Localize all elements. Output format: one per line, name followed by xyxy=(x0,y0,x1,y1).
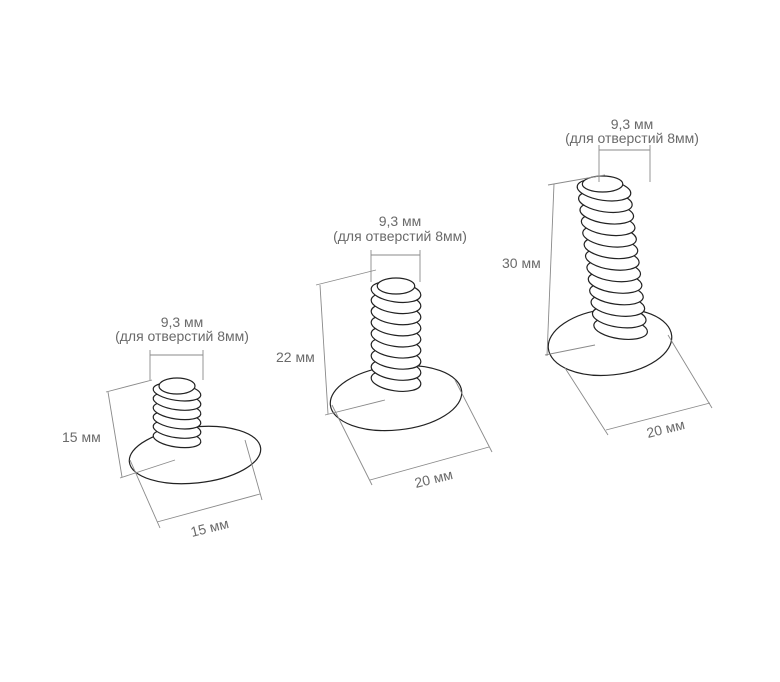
height-label: 30 мм xyxy=(502,255,541,271)
height-dimension-line xyxy=(107,391,123,478)
thread-stack xyxy=(370,277,422,392)
thread-stack xyxy=(576,175,648,341)
hole-label: (для отверстий 8мм) xyxy=(565,130,699,146)
stem-tip xyxy=(158,377,196,395)
fastener-medium: 9,3 мм (для отверстий 8мм) 22 мм 20 мм xyxy=(276,213,493,491)
thread-stack xyxy=(152,377,202,449)
fastener-small: 9,3 мм (для отверстий 8мм) 15 мм 15 мм xyxy=(62,314,263,540)
hole-label: (для отверстий 8мм) xyxy=(333,228,467,244)
base-label: 20 мм xyxy=(413,466,454,491)
base-dimension-line xyxy=(369,446,490,481)
diameter-label: 9,3 мм xyxy=(161,314,204,330)
stem-tip xyxy=(581,175,624,193)
height-dimension-line xyxy=(319,284,329,415)
base-label: 15 мм xyxy=(189,515,230,540)
stem-tip xyxy=(376,277,416,295)
diameter-label: 9,3 мм xyxy=(611,116,654,132)
base-dimension-line xyxy=(156,493,261,523)
height-label: 15 мм xyxy=(62,429,101,445)
height-label: 22 мм xyxy=(276,349,315,365)
hole-label: (для отверстий 8мм) xyxy=(115,328,249,344)
base-dimension-line xyxy=(605,402,711,431)
height-dimension-line xyxy=(546,183,555,357)
fastener-large: 9,3 мм (для отверстий 8мм) 30 мм 20 мм xyxy=(502,116,713,441)
diameter-label: 9,3 мм xyxy=(379,213,422,229)
base-label: 20 мм xyxy=(645,416,686,441)
